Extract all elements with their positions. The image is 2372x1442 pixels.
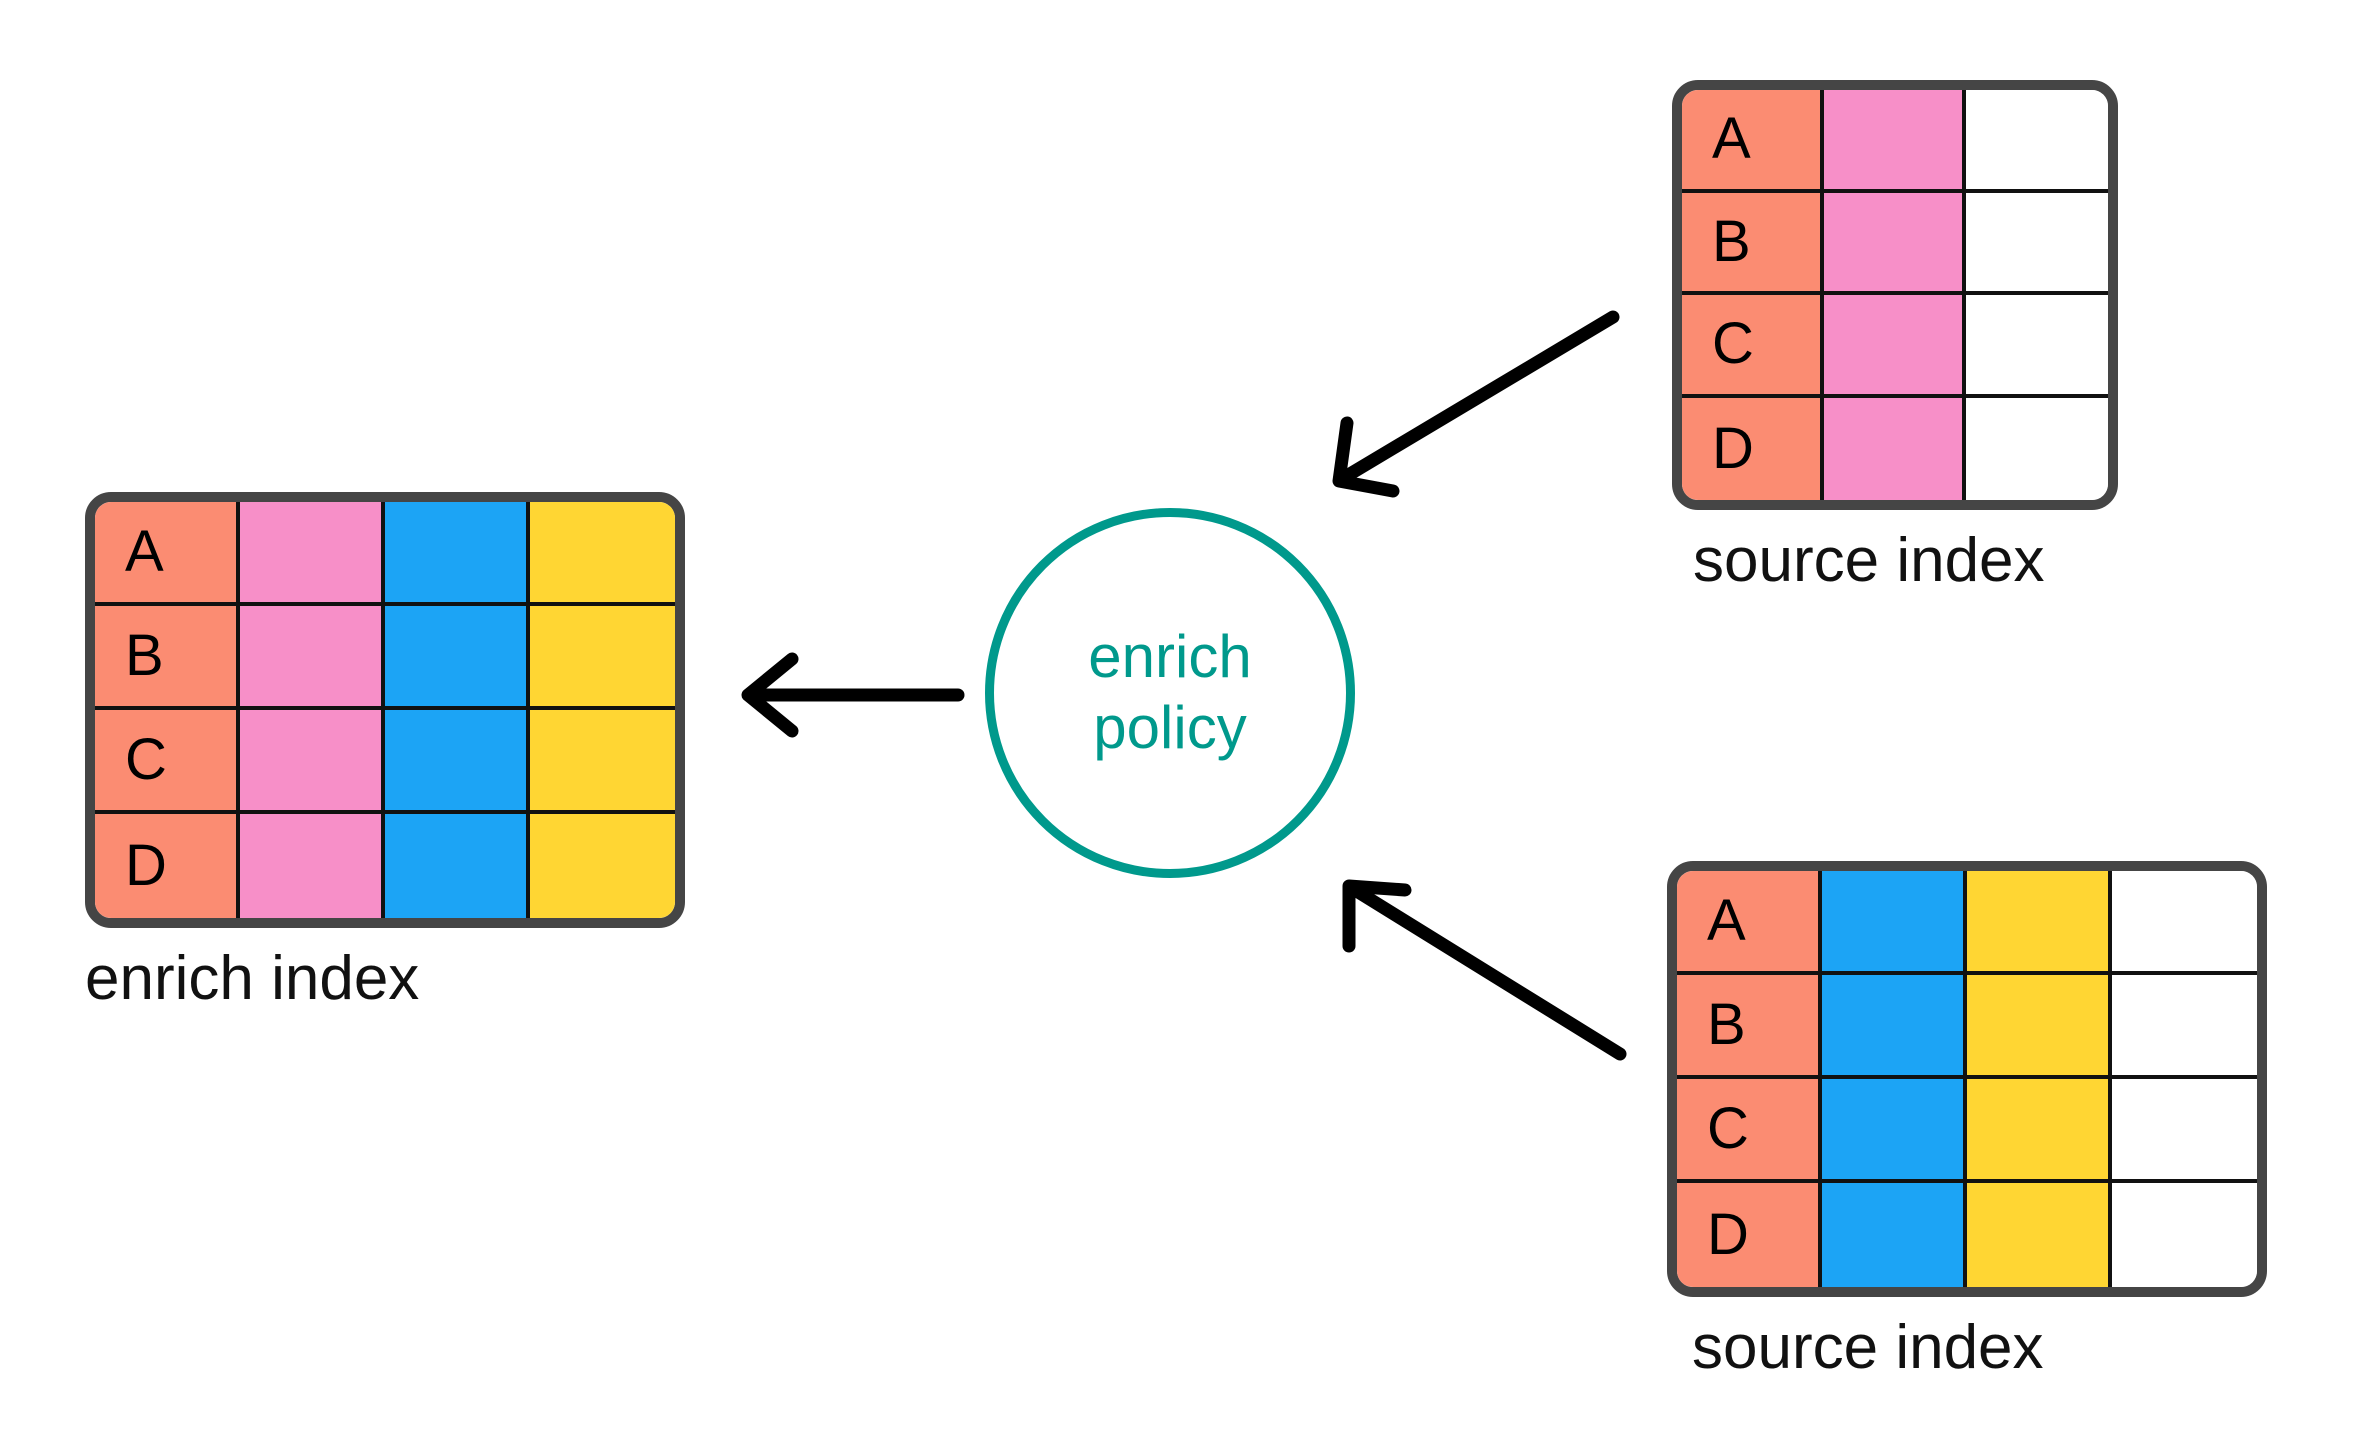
row-key-label: B xyxy=(1712,208,1751,274)
table-cell xyxy=(2112,975,2257,1079)
enrich-policy-node[interactable]: enrich policy xyxy=(985,508,1355,878)
table-cell xyxy=(1824,90,1966,193)
table-cell xyxy=(1824,397,1966,500)
table-cell: A xyxy=(1677,871,1822,975)
table-cell xyxy=(1966,397,2108,500)
table-cell xyxy=(530,502,675,606)
arrow-policy-to-enrich-index xyxy=(741,652,965,738)
row-key-label: A xyxy=(1707,888,1746,953)
table-cell xyxy=(240,814,385,918)
table-cell xyxy=(530,710,675,814)
row-key-label: D xyxy=(1712,415,1754,481)
table-cell xyxy=(385,814,530,918)
table-cell xyxy=(240,502,385,606)
table-cell xyxy=(1966,192,2108,295)
table-cell: D xyxy=(1677,1183,1822,1287)
table-cell xyxy=(385,710,530,814)
row-key-label: A xyxy=(125,519,164,584)
table-cell: B xyxy=(1682,192,1824,295)
source-index-top-caption: source index xyxy=(1693,526,2045,595)
table-cell xyxy=(1822,975,1967,1079)
table-cell xyxy=(1967,975,2112,1079)
enrich-policy-label-line2: policy xyxy=(1093,694,1247,761)
table-cell xyxy=(1967,1079,2112,1183)
table-cell xyxy=(1966,90,2108,193)
table-cell xyxy=(1822,1079,1967,1183)
row-key-label: D xyxy=(1707,1202,1749,1267)
table-cell: C xyxy=(1682,295,1824,398)
table-cell xyxy=(1967,1183,2112,1287)
table-cell xyxy=(530,606,675,710)
table-cell: B xyxy=(95,606,240,710)
table-cell xyxy=(385,502,530,606)
enrich-index-caption: enrich index xyxy=(85,944,420,1013)
row-key-label: C xyxy=(1707,1096,1749,1161)
table-cell: D xyxy=(1682,397,1824,500)
table-cell xyxy=(2112,871,2257,975)
table-cell xyxy=(385,606,530,710)
table-cell: A xyxy=(95,502,240,606)
table-cell xyxy=(240,606,385,710)
table-cell xyxy=(530,814,675,918)
table-cell xyxy=(2112,1079,2257,1183)
arrow-source-top-to-policy xyxy=(1332,310,1620,498)
table-cell: A xyxy=(1682,90,1824,193)
table-cell xyxy=(1824,192,1966,295)
table-cell xyxy=(1824,295,1966,398)
table-cell xyxy=(240,710,385,814)
table-cell xyxy=(1966,295,2108,398)
row-key-label: A xyxy=(1712,106,1751,172)
row-key-label: B xyxy=(1707,992,1746,1057)
enrich-policy-label-line1: enrich xyxy=(1088,623,1252,691)
table-cell: C xyxy=(95,710,240,814)
table-cell xyxy=(1822,1183,1967,1287)
table-cell: D xyxy=(95,814,240,918)
table-cell xyxy=(1822,871,1967,975)
table-cell: C xyxy=(1677,1079,1822,1183)
row-key-label: C xyxy=(1712,311,1754,377)
table-cell xyxy=(1967,871,2112,975)
source-index-bottom-caption: source index xyxy=(1692,1313,2044,1382)
table-cell: B xyxy=(1677,975,1822,1079)
row-key-label: C xyxy=(125,727,167,792)
table-cell xyxy=(2112,1183,2257,1287)
row-key-label: D xyxy=(125,833,167,898)
row-key-label: B xyxy=(125,623,164,688)
arrow-source-bottom-to-policy xyxy=(1342,879,1627,1061)
